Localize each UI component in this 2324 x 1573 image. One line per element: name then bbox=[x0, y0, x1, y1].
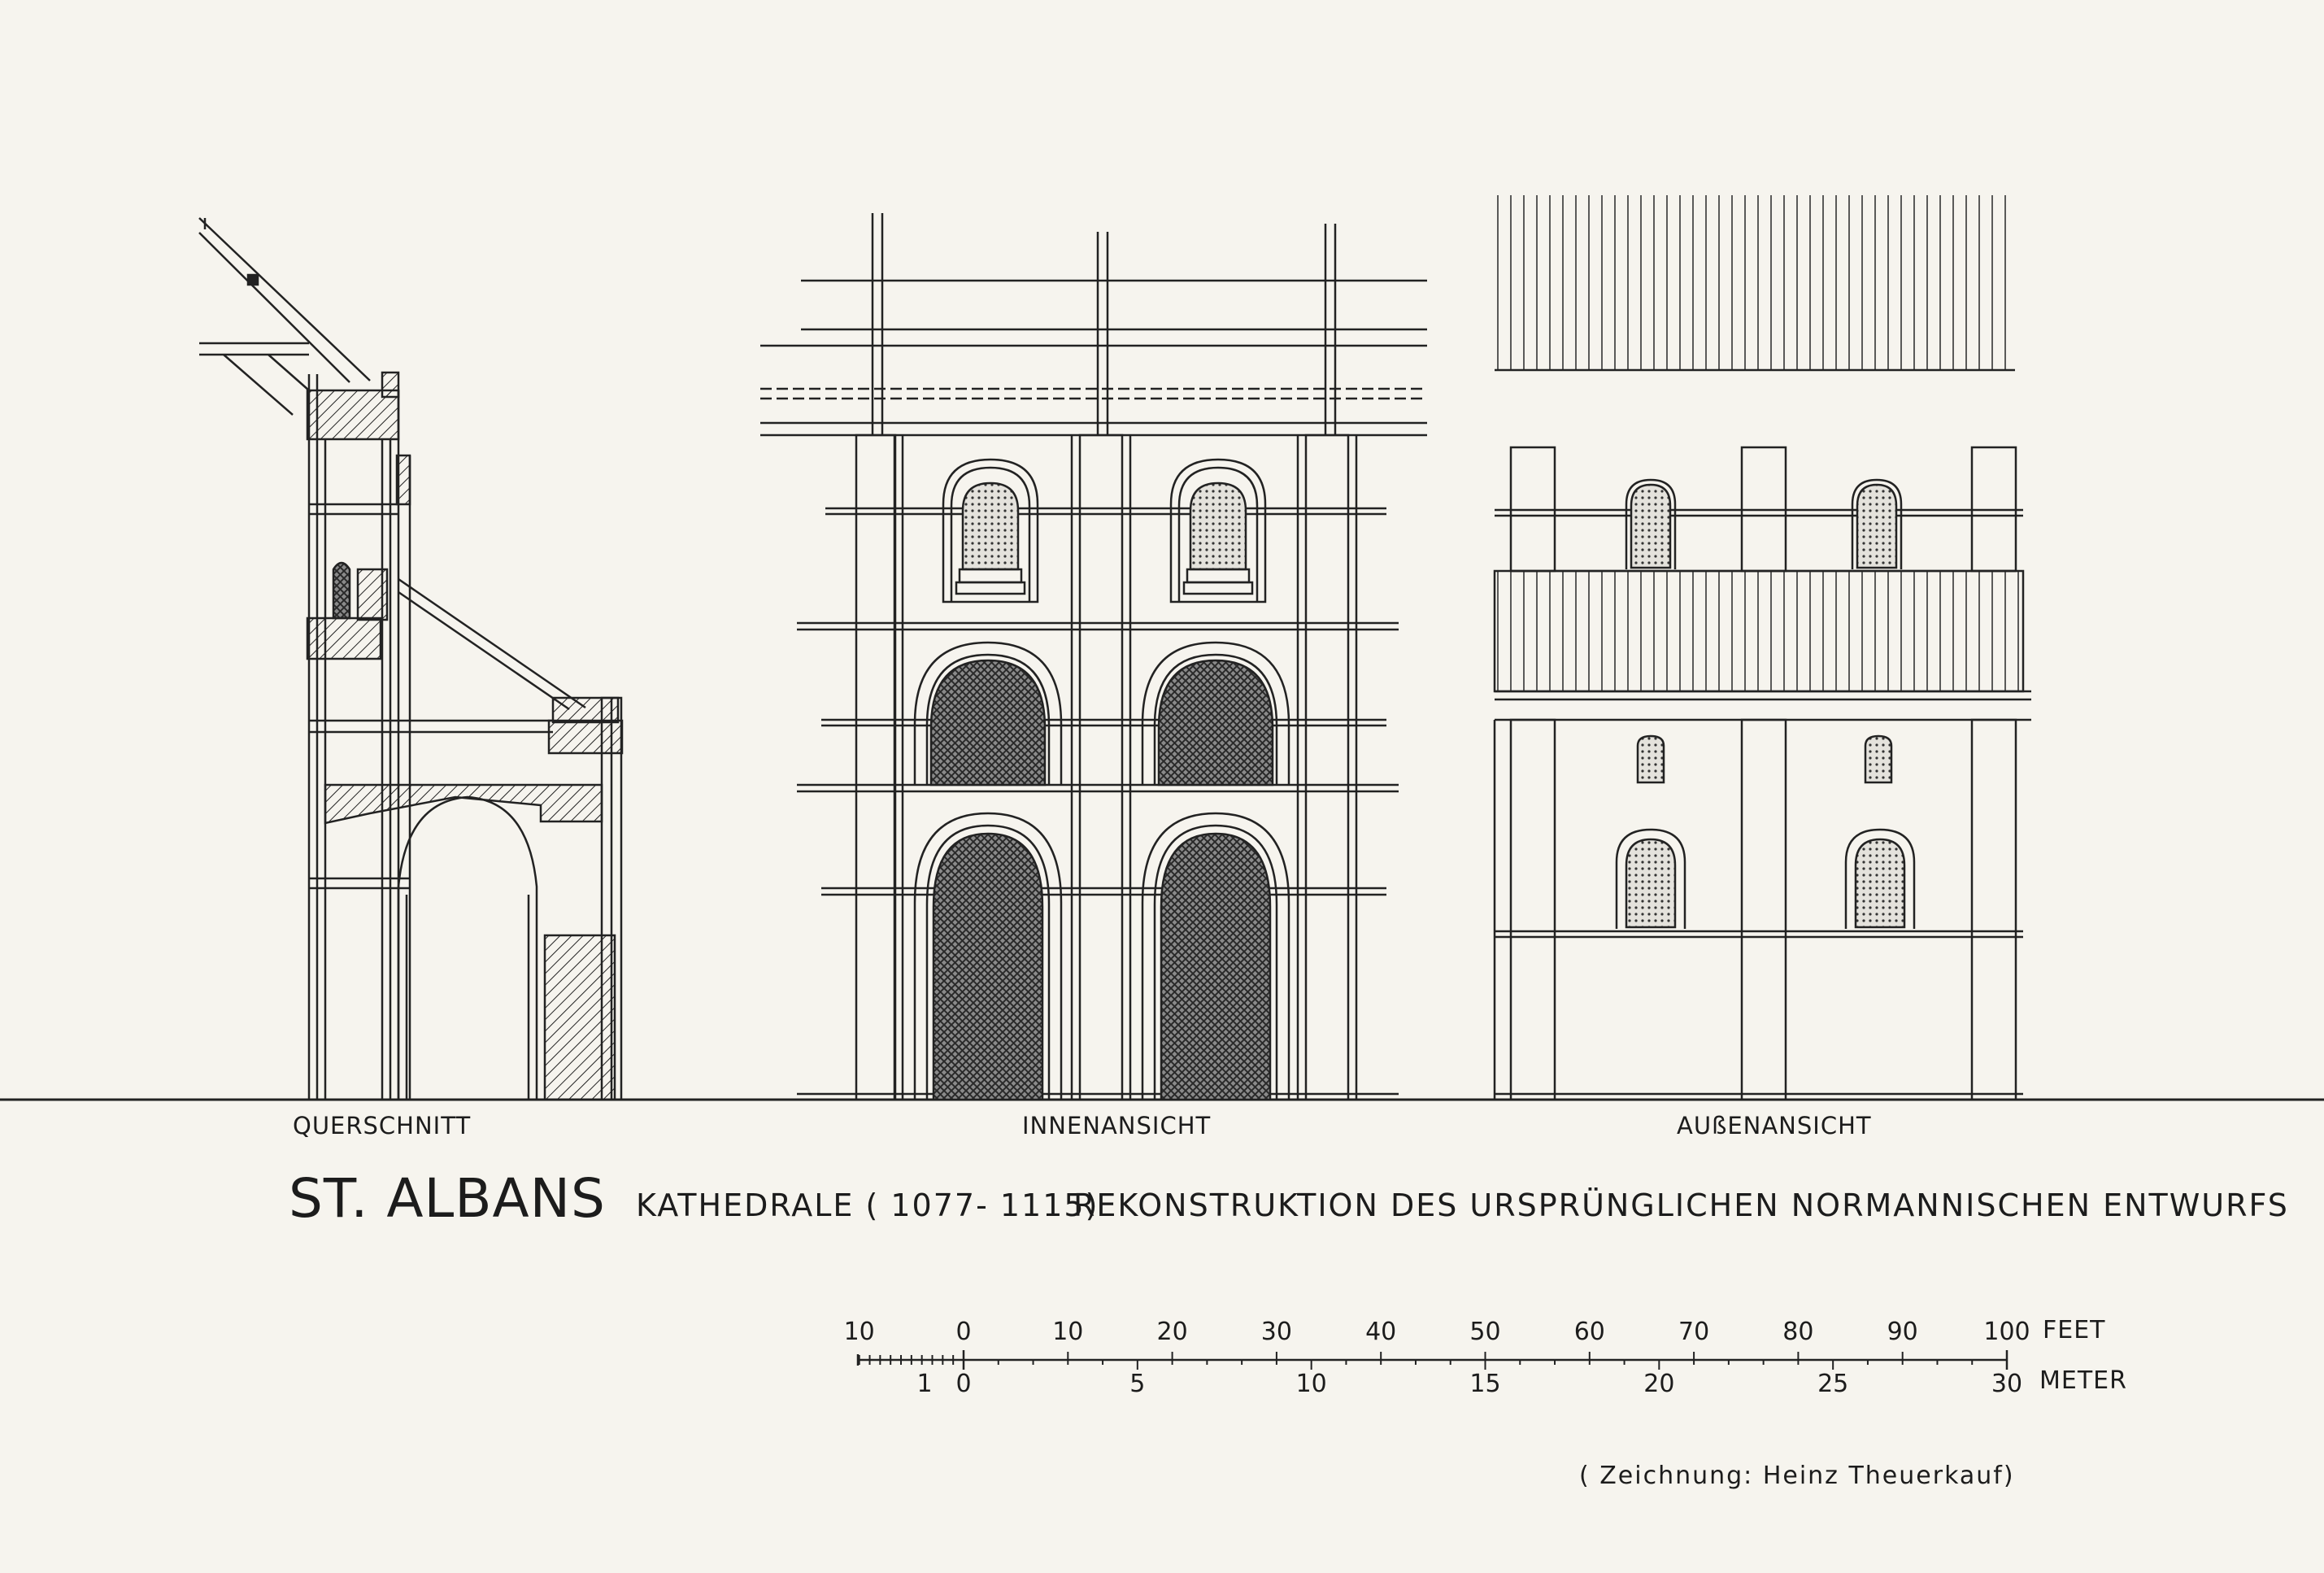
feet-tick-label: 10 bbox=[843, 1318, 875, 1346]
drawing-description: REKONSTRUKTION DES URSPRÜNGLICHEN NORMAN… bbox=[1073, 1187, 2289, 1223]
meter-tick-label: 25 bbox=[1817, 1370, 1849, 1398]
meter-tick-label: 20 bbox=[1643, 1370, 1675, 1398]
meter-unit-label: METER bbox=[2039, 1366, 2127, 1395]
interior-elevation-drawing bbox=[760, 213, 1427, 1101]
feet-tick-label: 90 bbox=[1887, 1318, 1918, 1346]
feet-tick-label: 40 bbox=[1365, 1318, 1397, 1346]
meter-tick-label: 15 bbox=[1469, 1370, 1501, 1398]
feet-unit-label: FEET bbox=[2043, 1316, 2106, 1344]
feet-tick-label: 70 bbox=[1678, 1318, 1710, 1346]
drawing-title: ST. ALBANS bbox=[289, 1167, 606, 1230]
feet-tick-label: 20 bbox=[1156, 1318, 1188, 1346]
drawing-credit: ( Zeichnung: Heinz Theuerkauf) bbox=[1579, 1462, 2015, 1490]
exterior-elevation-label: AUßENANSICHT bbox=[1677, 1112, 1872, 1139]
meter-tick-label: 1 bbox=[916, 1370, 933, 1398]
feet-tick-label: 50 bbox=[1469, 1318, 1501, 1346]
interior-elevation-label: INNENANSICHT bbox=[1022, 1112, 1212, 1139]
feet-tick-label: 80 bbox=[1782, 1318, 1814, 1346]
cross-section-drawing bbox=[198, 217, 624, 1101]
drawing-subtitle: KATHEDRALE ( 1077- 1115) bbox=[636, 1187, 1099, 1223]
feet-tick-label: 0 bbox=[955, 1318, 972, 1346]
exterior-elevation-drawing bbox=[1493, 195, 2031, 1101]
feet-tick-label: 100 bbox=[1983, 1318, 2030, 1346]
scale-bar bbox=[856, 1350, 2008, 1370]
meter-tick-label: 5 bbox=[1129, 1370, 1146, 1398]
scale-ticks bbox=[858, 1352, 1974, 1370]
meter-tick-label: 30 bbox=[1991, 1370, 2023, 1398]
feet-tick-label: 10 bbox=[1052, 1318, 1084, 1346]
meter-tick-label: 10 bbox=[1295, 1370, 1327, 1398]
cross-section-label: QUERSCHNITT bbox=[293, 1112, 472, 1139]
meter-tick-label: 0 bbox=[955, 1370, 972, 1398]
feet-tick-label: 60 bbox=[1573, 1318, 1605, 1346]
feet-tick-label: 30 bbox=[1260, 1318, 1292, 1346]
